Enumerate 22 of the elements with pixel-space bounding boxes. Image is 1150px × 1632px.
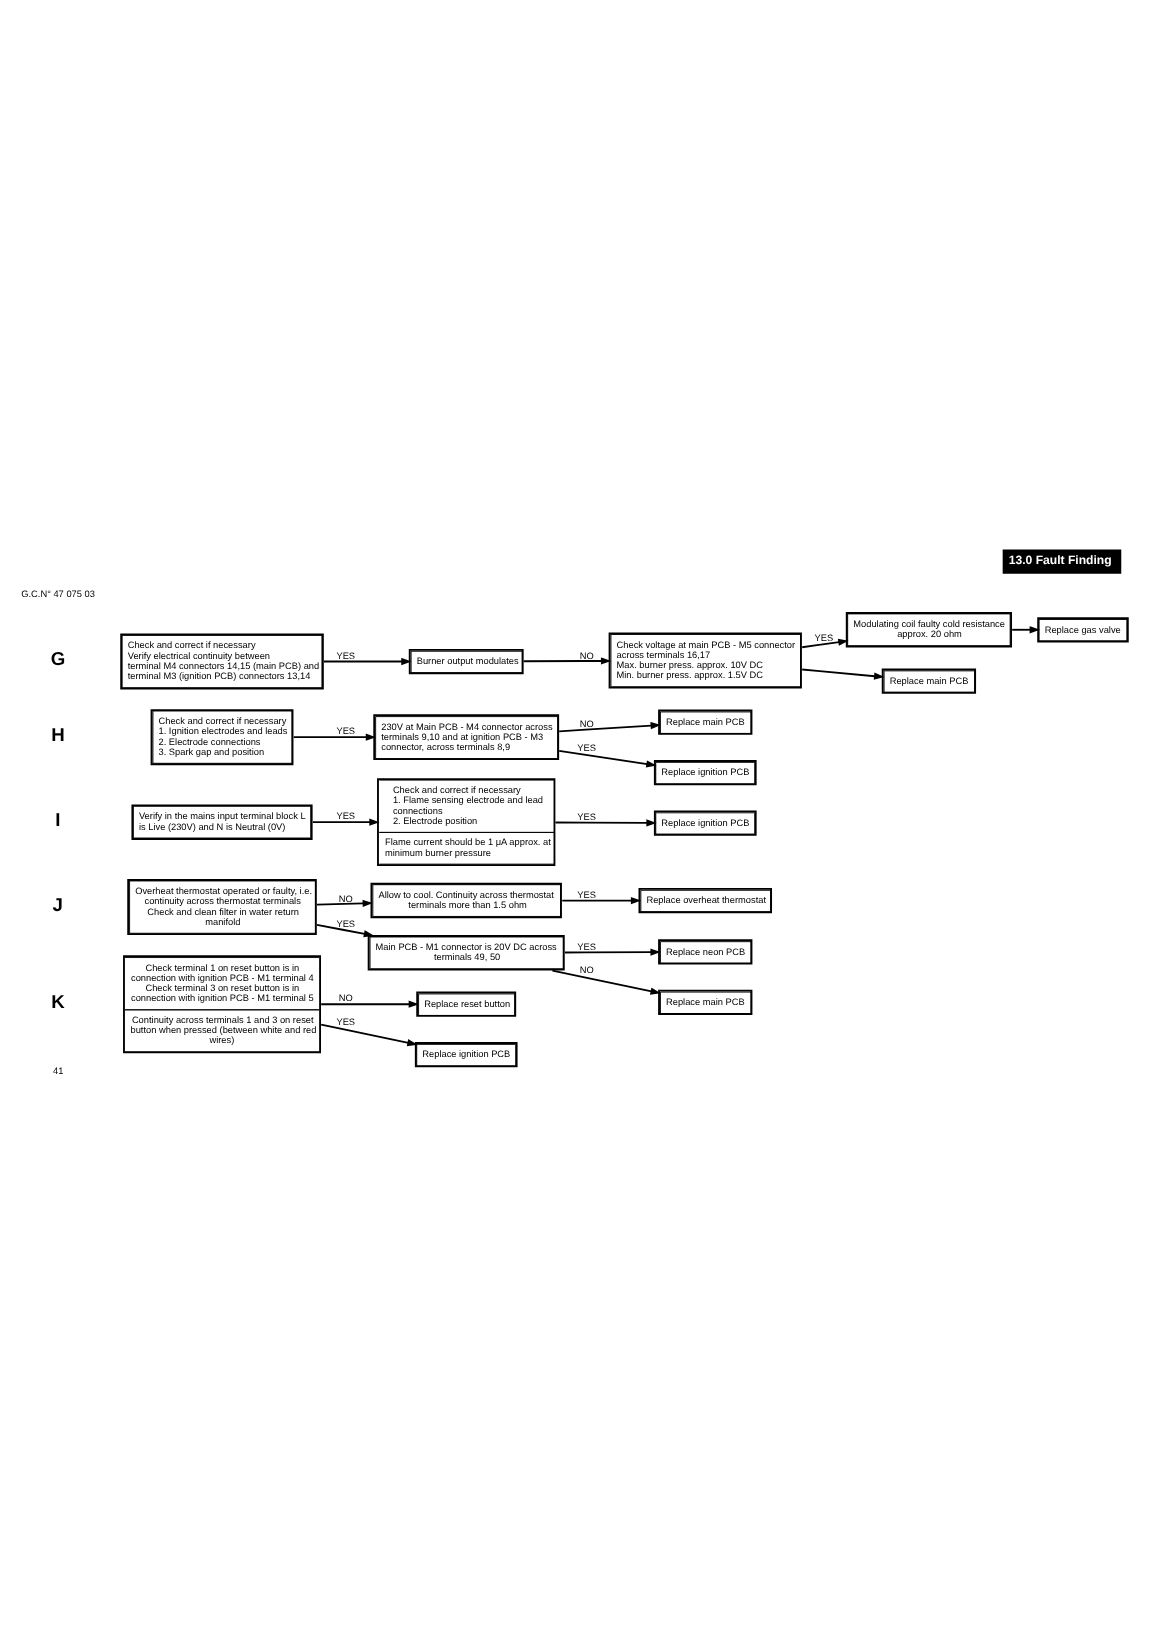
arrow — [561, 895, 642, 904]
arrow — [554, 818, 657, 826]
arrow — [316, 922, 375, 937]
label: G — [50, 648, 66, 669]
arrow — [801, 667, 885, 679]
arrow — [320, 1022, 418, 1046]
label: J — [52, 893, 63, 914]
arrow — [320, 999, 419, 1007]
arrow — [558, 721, 661, 732]
arrow — [558, 749, 657, 767]
arrow — [292, 732, 377, 740]
label: H — [51, 723, 65, 744]
arrow — [564, 947, 661, 955]
arrow — [323, 656, 412, 665]
arrow — [522, 656, 612, 664]
arrow — [316, 898, 373, 906]
label: I — [55, 808, 61, 829]
arrow — [1011, 625, 1040, 633]
arrow — [311, 817, 380, 825]
arrow — [801, 637, 849, 648]
label: K — [51, 990, 65, 1011]
arrow — [551, 968, 661, 994]
